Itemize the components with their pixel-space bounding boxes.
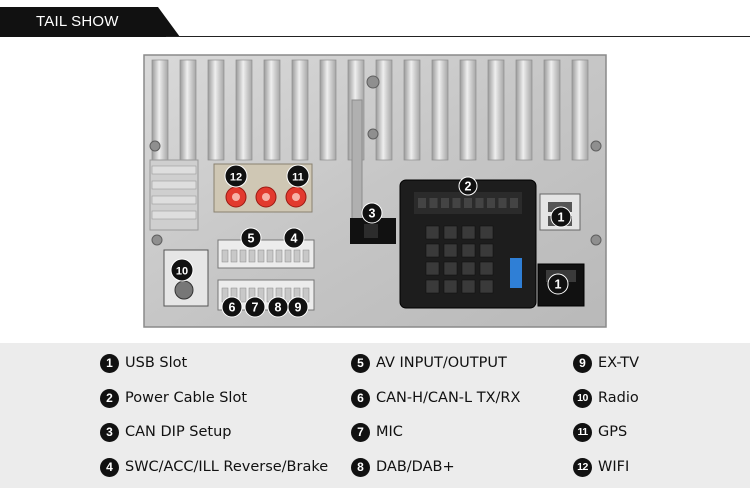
callout-number: 10 bbox=[176, 266, 188, 278]
legend-panel: 1 USB Slot 2 Power Cable Slot 3 CAN DIP … bbox=[0, 343, 750, 488]
legend-label: Radio bbox=[598, 390, 639, 406]
callout-badge: 8 bbox=[267, 296, 289, 318]
legend-item-dab: 8 DAB/DAB+ bbox=[351, 455, 455, 479]
legend-number: 6 bbox=[351, 388, 370, 408]
legend-number: 5 bbox=[351, 353, 370, 373]
legend-number: 10 bbox=[573, 388, 592, 408]
legend-item-can-dip-setup: 3 CAN DIP Setup bbox=[100, 420, 232, 444]
callout-badge: 2 bbox=[458, 176, 478, 196]
callout-number: 9 bbox=[295, 301, 302, 315]
callout-badge: 1 bbox=[547, 273, 569, 295]
callout-badge: 12 bbox=[224, 164, 248, 188]
callout-number: 1 bbox=[558, 211, 565, 225]
callout-number: 12 bbox=[230, 172, 242, 184]
section-title: TAIL SHOW bbox=[0, 7, 180, 37]
legend-label: EX-TV bbox=[598, 355, 640, 371]
legend-label: CAN-H/CAN-L TX/RX bbox=[376, 390, 521, 406]
legend-label: USB Slot bbox=[125, 355, 188, 371]
legend-label: GPS bbox=[598, 424, 628, 440]
legend-number: 3 bbox=[100, 422, 119, 442]
callout-badge: 10 bbox=[170, 258, 194, 282]
callout-number: 2 bbox=[465, 180, 472, 194]
callout-badge: 4 bbox=[283, 227, 305, 249]
callout-number: 3 bbox=[369, 207, 376, 221]
header: TAIL SHOW bbox=[0, 0, 750, 40]
legend-item-av-input-output: 5 AV INPUT/OUTPUT bbox=[351, 351, 507, 375]
legend-label: MIC bbox=[376, 424, 403, 440]
legend-item-radio: 10 Radio bbox=[573, 386, 639, 410]
legend-item-ex-tv: 9 EX-TV bbox=[573, 351, 639, 375]
callout-badge: 3 bbox=[361, 202, 383, 224]
callout-number: 8 bbox=[275, 301, 282, 315]
callout-number: 11 bbox=[292, 172, 304, 184]
legend-number: 2 bbox=[100, 388, 119, 408]
legend-number: 8 bbox=[351, 457, 370, 477]
legend-item-mic: 7 MIC bbox=[351, 420, 403, 444]
legend-number: 12 bbox=[573, 457, 592, 477]
legend-item-usb-slot: 1 USB Slot bbox=[100, 351, 187, 375]
callout-number: 4 bbox=[291, 232, 298, 246]
callout-number: 7 bbox=[252, 301, 259, 315]
callout-number: 1 bbox=[555, 278, 562, 292]
callout-badge: 6 bbox=[221, 296, 243, 318]
legend-item-wifi: 12 WIFI bbox=[573, 455, 629, 479]
legend-item-gps: 11 GPS bbox=[573, 420, 627, 444]
legend-number: 11 bbox=[573, 422, 592, 442]
legend-number: 1 bbox=[100, 353, 119, 373]
legend-label: DAB/DAB+ bbox=[376, 459, 455, 475]
callout-number: 6 bbox=[229, 301, 236, 315]
legend-number: 9 bbox=[573, 353, 592, 373]
legend-label: SWC/ACC/ILL Reverse/Brake bbox=[125, 459, 329, 475]
legend-label: WIFI bbox=[598, 459, 630, 475]
callout-badge: 9 bbox=[287, 296, 309, 318]
callout-badge: 5 bbox=[240, 227, 262, 249]
header-rule bbox=[166, 36, 750, 37]
legend-label: AV INPUT/OUTPUT bbox=[376, 355, 507, 371]
legend-item-power-cable-slot: 2 Power Cable Slot bbox=[100, 386, 247, 410]
legend-number: 7 bbox=[351, 422, 370, 442]
legend-number: 4 bbox=[100, 457, 119, 477]
callout-badge: 7 bbox=[244, 296, 266, 318]
callout-badge: 1 bbox=[550, 206, 572, 228]
legend-label: Power Cable Slot bbox=[125, 390, 248, 406]
callout-number: 5 bbox=[248, 232, 255, 246]
legend-item-swc-acc-ill: 4 SWC/ACC/ILL Reverse/Brake bbox=[100, 455, 328, 479]
callout-badge: 11 bbox=[286, 164, 310, 188]
legend-item-can-h-can-l: 6 CAN-H/CAN-L TX/RX bbox=[351, 386, 520, 410]
legend-label: CAN DIP Setup bbox=[125, 424, 232, 440]
